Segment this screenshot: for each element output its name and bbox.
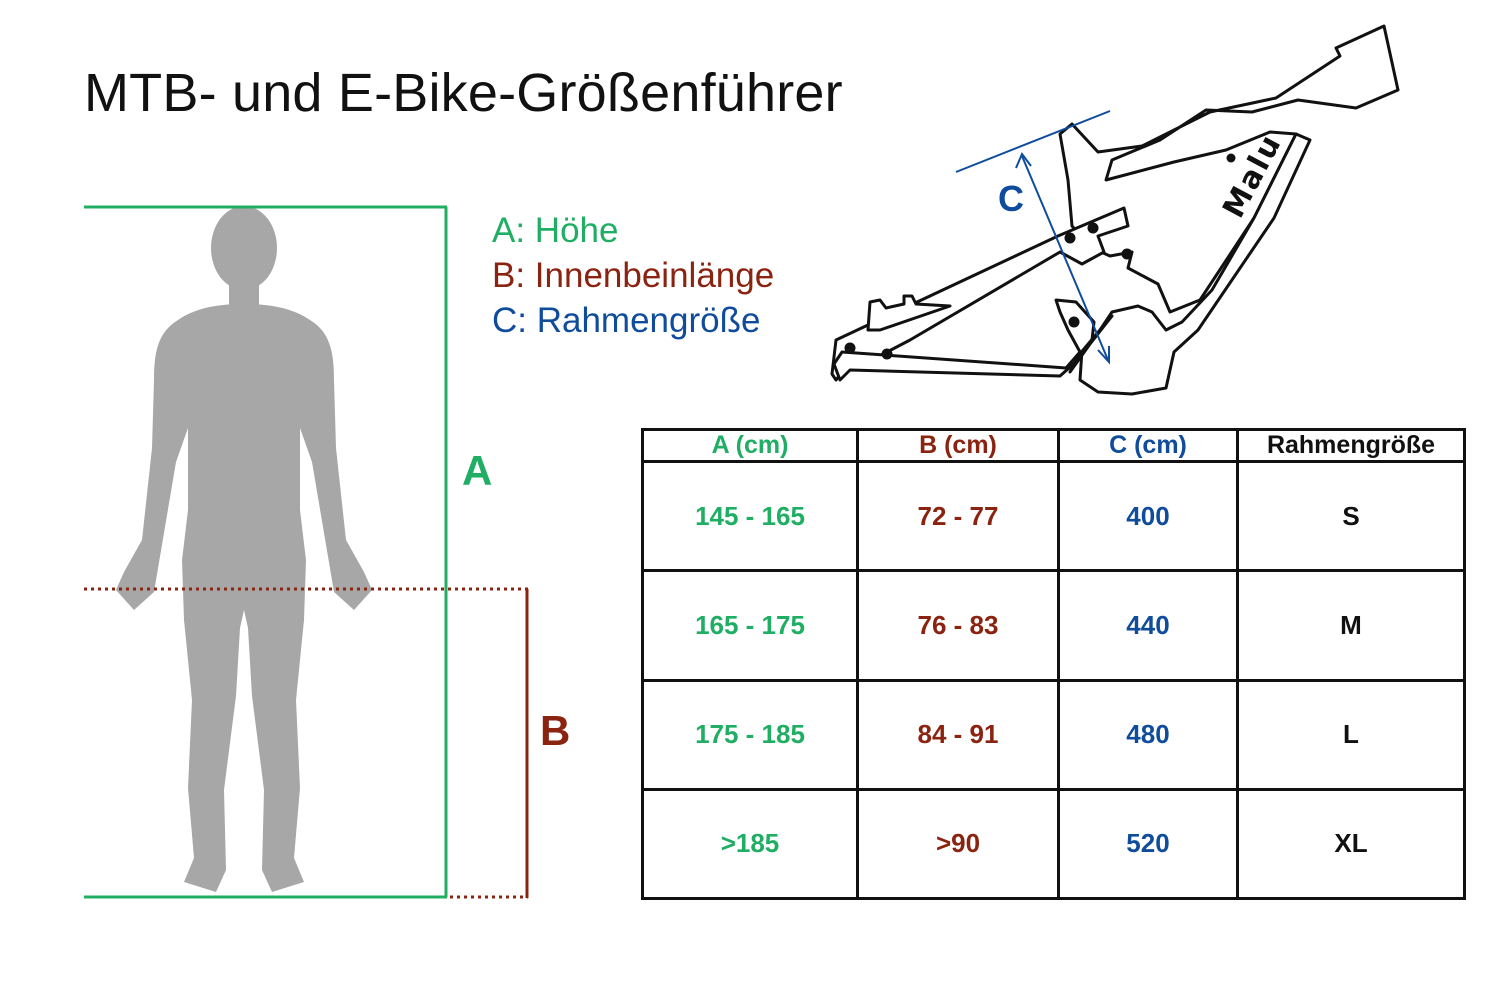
table-row: 145 - 165 72 - 77 400 S [641, 459, 1466, 573]
table-row: 165 - 175 76 - 83 440 M [641, 569, 1466, 682]
cell-c: 440 [1057, 569, 1239, 682]
legend: A: Höhe B: Innenbeinlänge C: Rahmengröße [492, 208, 774, 343]
legend-a: A: Höhe [492, 211, 619, 250]
legend-c: C: Rahmengröße [492, 301, 761, 340]
pivot-dots [844, 153, 1236, 360]
cell-a: >185 [641, 787, 859, 901]
cell-b: 76 - 83 [856, 569, 1060, 682]
cell-size: M [1236, 569, 1466, 682]
cell-size: XL [1236, 787, 1466, 901]
cell-size: S [1236, 459, 1466, 573]
cell-b: 84 - 91 [856, 678, 1060, 791]
measure-c-lines [955, 110, 1111, 365]
header-b: B (cm) [856, 428, 1060, 463]
legend-b: B: Innenbeinlänge [492, 256, 775, 295]
cell-c: 400 [1057, 459, 1239, 573]
header-a: A (cm) [641, 428, 859, 463]
table-row: >185 >90 520 XL [641, 787, 1466, 901]
cell-a: 175 - 185 [641, 678, 859, 791]
cell-b: 72 - 77 [856, 459, 1060, 573]
cell-a: 145 - 165 [641, 459, 859, 573]
measure-a-lines [84, 205, 448, 899]
header-frame-size: Rahmengröße [1236, 428, 1466, 463]
marker-a-label: A [462, 447, 493, 494]
cell-b: >90 [856, 787, 1060, 901]
cell-c: 480 [1057, 678, 1239, 791]
marker-c-label: C [998, 178, 1024, 219]
marker-b-label: B [540, 707, 571, 754]
bike-frame [830, 24, 1400, 396]
size-table: A (cm) B (cm) C (cm) Rahmengröße 145 - 1… [641, 428, 1466, 901]
page-title: MTB- und E-Bike-Größenführer [84, 63, 843, 123]
table-header-row: A (cm) B (cm) C (cm) Rahmengröße [641, 428, 1466, 463]
table-row: 175 - 185 84 - 91 480 L [641, 678, 1466, 791]
cell-a: 165 - 175 [641, 569, 859, 682]
cell-c: 520 [1057, 787, 1239, 901]
measure-b-lines [84, 587, 529, 899]
header-c: C (cm) [1057, 428, 1239, 463]
cell-size: L [1236, 678, 1466, 791]
human-silhouette [116, 206, 372, 892]
